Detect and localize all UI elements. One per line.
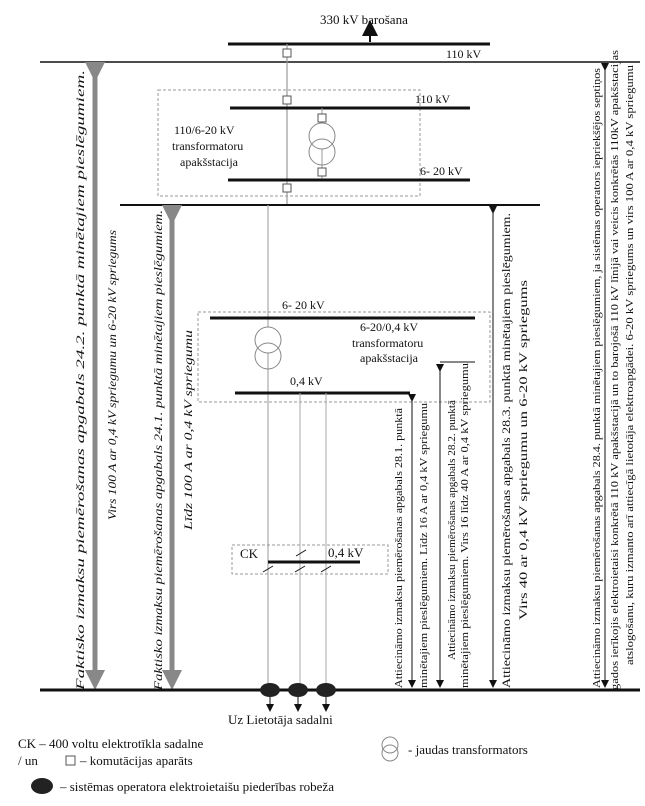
scope-28-1-text: minētajiem pieslēgumiem. Līdz 16 A ar 0,… — [419, 402, 430, 688]
scope-28-4-text: Attiecināmo izmaksu piemērošanas apgabal… — [592, 68, 603, 688]
transformer-icon — [381, 736, 399, 754]
bus-110-top-label: 110 kV — [446, 47, 482, 61]
boundary-icon — [260, 683, 280, 697]
scope-28-1-text: Attiecināmo izmaksu piemērošanas apgabal… — [394, 408, 405, 688]
bus-6-20-sub2-label: 6- 20 kV — [282, 298, 325, 312]
switch-icon — [65, 755, 76, 766]
legend-switch-prefix: / un — [18, 753, 38, 768]
transformer-icon — [254, 342, 282, 370]
switch-icon — [282, 48, 292, 58]
scope-24-2-text: Virs 100 A ar 0,4 kV spriegumu un 6-20 k… — [107, 229, 119, 520]
substation-6-20-name: 6-20/0,4 kV — [360, 320, 418, 334]
boundary-icon — [288, 683, 308, 697]
switch-icon — [317, 113, 327, 123]
switch-icon — [320, 565, 332, 573]
scope-28-2-text: minētajiem pieslēgumiem. Virs 16 līdz 40… — [460, 362, 471, 688]
substation-110-name: transformatoru — [172, 139, 243, 153]
ck-label: CK — [240, 546, 259, 561]
switch-icon — [262, 565, 274, 573]
transformer-icon — [308, 122, 336, 150]
transformer-icon — [254, 326, 282, 354]
bus-110-label: 110 kV — [415, 92, 451, 106]
transformer-icon — [381, 744, 399, 762]
scope-24-2-text: Faktisko izmaksu piemērošanas apgabals 2… — [75, 70, 87, 692]
switch-icon — [282, 183, 292, 193]
substation-110-name: apakšstacija — [180, 155, 239, 169]
supply-label: 330 kV barošana — [320, 12, 408, 27]
boundary-icon — [316, 683, 336, 697]
scope-24-1-text: Līdz 100 A ar 0,4 kV spriegumu — [183, 330, 195, 532]
legend-ck: CK – 400 voltu elektrotīkla sadalne — [18, 736, 203, 751]
scope-24-1-text: Faktisko izmaksu piemērošanas apgabals 2… — [153, 210, 165, 691]
bus-6-20-label: 6- 20 kV — [420, 164, 463, 178]
switch-icon — [282, 95, 292, 105]
switch-icon — [317, 167, 327, 177]
substation-110-name: 110/6-20 kV — [174, 123, 235, 137]
boundary-icon — [31, 778, 53, 794]
scope-28-3-text: Virs 40 ar 0,4 kV spriegumu un 6-20 kV s… — [516, 280, 530, 620]
substation-110-box — [157, 89, 421, 197]
switch-icon — [294, 565, 306, 573]
legend-transformer: - jaudas transformators — [408, 742, 528, 757]
substation-6-20-name: transformatoru — [352, 336, 423, 350]
substation-6-20-box — [197, 311, 491, 403]
legend-boundary: – sistēmas operatora elektroietaišu pied… — [59, 779, 334, 794]
switch-icon — [295, 549, 307, 557]
scope-28-4-text: atslogošanu, kuru izmanto arī attiecīgā … — [625, 64, 636, 665]
scope-28-4-text: gados ierīkojis elektroietaisi konkrētā … — [610, 50, 621, 690]
consumer-label: Uz Lietotāja sadalni — [228, 712, 333, 727]
scope-28-2-text: Attiecināmo izmaksu piemērošanas apgabal… — [447, 400, 458, 660]
substation-6-20-name: apakšstacija — [360, 351, 419, 365]
ck-box — [231, 544, 389, 575]
scope-28-3-text: Attiecināmo izmaksu piemērošanas apgabal… — [499, 213, 513, 688]
legend-switch: – komutācijas aparāts — [79, 753, 193, 768]
ck-bus-label: 0,4 kV — [328, 545, 364, 560]
transformer-icon — [308, 138, 336, 166]
bus-04-label: 0,4 kV — [290, 374, 323, 388]
